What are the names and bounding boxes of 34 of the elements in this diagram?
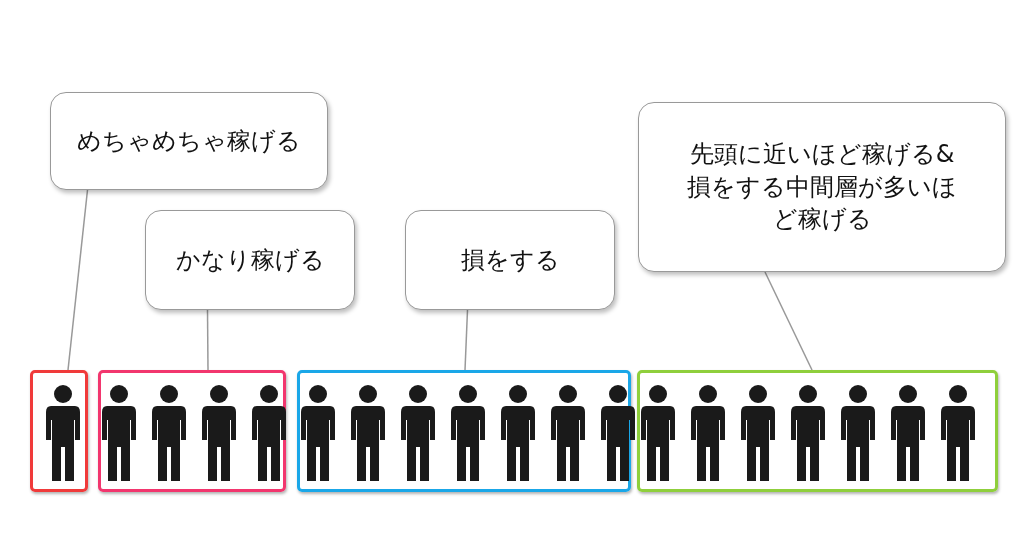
person-icon <box>101 385 137 481</box>
person-icon <box>840 385 876 481</box>
person-icon <box>450 385 486 481</box>
person-icon <box>940 385 976 481</box>
leader-line <box>464 309 469 371</box>
group-frame <box>30 370 88 492</box>
bubble-text: かなり稼げる <box>175 244 325 276</box>
person-icon <box>740 385 776 481</box>
speech-bubble <box>145 210 355 310</box>
person-icon <box>640 385 676 481</box>
person-icon <box>600 385 636 481</box>
person-icon <box>300 385 336 481</box>
person-icon <box>890 385 926 481</box>
speech-bubble <box>50 92 328 190</box>
person-icon <box>690 385 726 481</box>
person-icon <box>790 385 826 481</box>
bubble-text: 損をする <box>460 244 560 276</box>
speech-bubble <box>638 102 1006 272</box>
person-icon <box>350 385 386 481</box>
person-icon <box>400 385 436 481</box>
group-frame <box>637 370 998 492</box>
person-icon <box>550 385 586 481</box>
bubble-text: 先頭に近いほど稼げる&損をする中間層が多いほど稼げる <box>687 139 957 236</box>
person-icon <box>500 385 536 481</box>
leader-line <box>764 271 813 371</box>
person-icon <box>201 385 237 481</box>
speech-bubble <box>405 210 615 310</box>
leader-line <box>206 309 209 371</box>
bubble-text: めちゃめちゃ稼げる <box>77 125 301 157</box>
leader-line <box>67 189 89 371</box>
group-frame <box>98 370 286 492</box>
person-icon <box>251 385 287 481</box>
person-icon <box>45 385 81 481</box>
person-icon <box>151 385 187 481</box>
